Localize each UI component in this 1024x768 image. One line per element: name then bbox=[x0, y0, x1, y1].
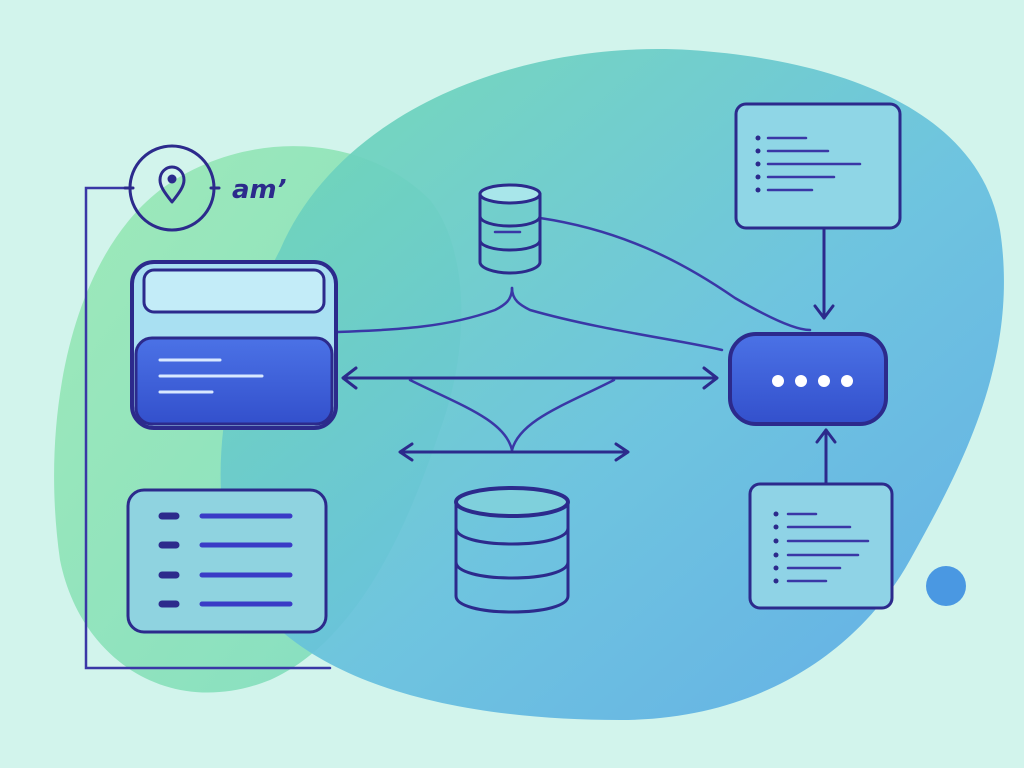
form-card[interactable] bbox=[130, 260, 338, 430]
top-right-document-panel[interactable] bbox=[734, 102, 902, 230]
database-icon[interactable] bbox=[478, 183, 542, 275]
accent-dot bbox=[926, 566, 966, 606]
brand-label: amʼ bbox=[232, 175, 287, 205]
location-pin-icon bbox=[158, 165, 186, 204]
more-button[interactable] bbox=[728, 332, 888, 426]
database-icon[interactable] bbox=[454, 486, 570, 614]
more-dots-icon bbox=[772, 375, 853, 387]
form-body-button[interactable] bbox=[134, 336, 334, 426]
bottom-right-document-panel[interactable] bbox=[748, 482, 894, 610]
location-node[interactable] bbox=[123, 144, 221, 232]
form-header-field[interactable] bbox=[142, 268, 326, 314]
connectors bbox=[84, 186, 837, 670]
bottom-left-list-panel[interactable] bbox=[126, 488, 328, 634]
